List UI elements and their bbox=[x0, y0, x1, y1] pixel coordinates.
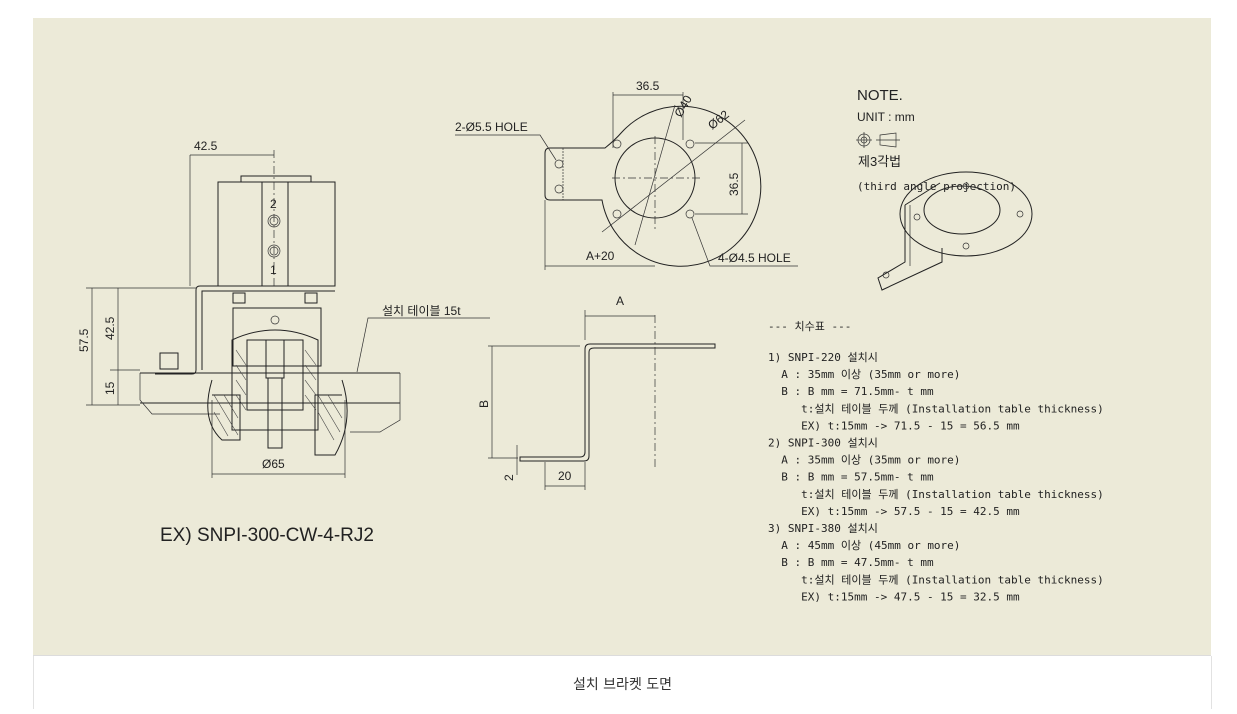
dimension-table-line: B : B mm = 47.5mm- t mm bbox=[768, 556, 934, 569]
bracket-isometric-view bbox=[877, 171, 1033, 291]
example-model-label: EX) SNPI-300-CW-4-RJ2 bbox=[160, 525, 374, 546]
dim-diameter-label: Ø65 bbox=[262, 457, 285, 471]
dimension-table-line: A : 45mm 이상 (45mm or more) bbox=[768, 539, 960, 552]
dimension-table-line: A : 35mm 이상 (35mm or more) bbox=[768, 454, 960, 467]
mount-hole-label: 2-Ø5.5 HOLE bbox=[455, 120, 528, 134]
bracket-top-view: Ø40 Ø62 36.5 36.5 A+20 2-Ø5.5 HOLE 4-Ø4.… bbox=[455, 79, 798, 270]
dim-b-label: B bbox=[477, 400, 491, 408]
dimension-table-line: EX) t:15mm -> 71.5 - 15 = 56.5 mm bbox=[768, 419, 1020, 432]
dim-thickness-label: 2 bbox=[502, 474, 516, 481]
dimension-table-line: B : B mm = 57.5mm- t mm bbox=[768, 471, 934, 484]
dim-total-label: 57.5 bbox=[77, 328, 91, 352]
figure-caption: 설치 브라켓 도면 bbox=[33, 656, 1212, 709]
port-1-label: 1 bbox=[270, 263, 277, 277]
flange-hole-label: 4-Ø4.5 HOLE bbox=[718, 251, 791, 265]
dimension-table-line: t:설치 테이블 두께 (Installation table thicknes… bbox=[768, 402, 1104, 415]
note-title: NOTE. bbox=[857, 87, 903, 104]
dimension-table-line: 2) SNPI-300 설치시 bbox=[768, 437, 878, 450]
table-label: 설치 테이블 15t bbox=[382, 304, 461, 318]
note-block: NOTE. UNIT : mm 제3각법 (third angle projec… bbox=[856, 87, 1033, 291]
dimension-table-line: A : 35mm 이상 (35mm or more) bbox=[768, 368, 960, 381]
dimension-table-line: 1) SNPI-220 설치시 bbox=[768, 351, 878, 364]
dimension-table-line: B : B mm = 71.5mm- t mm bbox=[768, 385, 934, 398]
dimension-table-line: EX) t:15mm -> 47.5 - 15 = 32.5 mm bbox=[768, 590, 1020, 603]
dimension-table-line: t:설치 테이블 두께 (Installation table thicknes… bbox=[768, 488, 1104, 501]
note-unit: UNIT : mm bbox=[857, 110, 915, 124]
port-2-label: 2 bbox=[270, 197, 277, 211]
note-projection-en: (third angle projection) bbox=[857, 180, 1016, 193]
dimension-table-title: --- 치수표 --- bbox=[768, 320, 851, 333]
dimension-table-line: t:설치 테이블 두께 (Installation table thicknes… bbox=[768, 573, 1104, 586]
dimension-table: --- 치수표 --- 1) SNPI-220 설치시 A : 35mm 이상 … bbox=[768, 320, 1104, 603]
dim-base-label: A+20 bbox=[586, 249, 615, 263]
dim-upper-label: 42.5 bbox=[103, 316, 117, 340]
bracket-side-view: A B 2 20 bbox=[477, 294, 716, 490]
dim-top-label: 42.5 bbox=[194, 139, 218, 153]
dim-height-label: 36.5 bbox=[727, 172, 741, 196]
dimension-table-line: 3) SNPI-380 설치시 bbox=[768, 522, 878, 535]
third-angle-projection-icon bbox=[856, 132, 900, 148]
dim-foot-label: 20 bbox=[558, 469, 572, 483]
note-projection-kr: 제3각법 bbox=[858, 154, 901, 169]
dim-a-label: A bbox=[616, 294, 624, 308]
dimension-table-line: EX) t:15mm -> 57.5 - 15 = 42.5 mm bbox=[768, 505, 1020, 518]
dim-width-label: 36.5 bbox=[636, 79, 660, 93]
drawing-panel bbox=[33, 18, 1211, 656]
assembly-section-view: 2 1 42.5 57.5 bbox=[77, 139, 490, 546]
dim-table-label: 15 bbox=[103, 381, 117, 395]
